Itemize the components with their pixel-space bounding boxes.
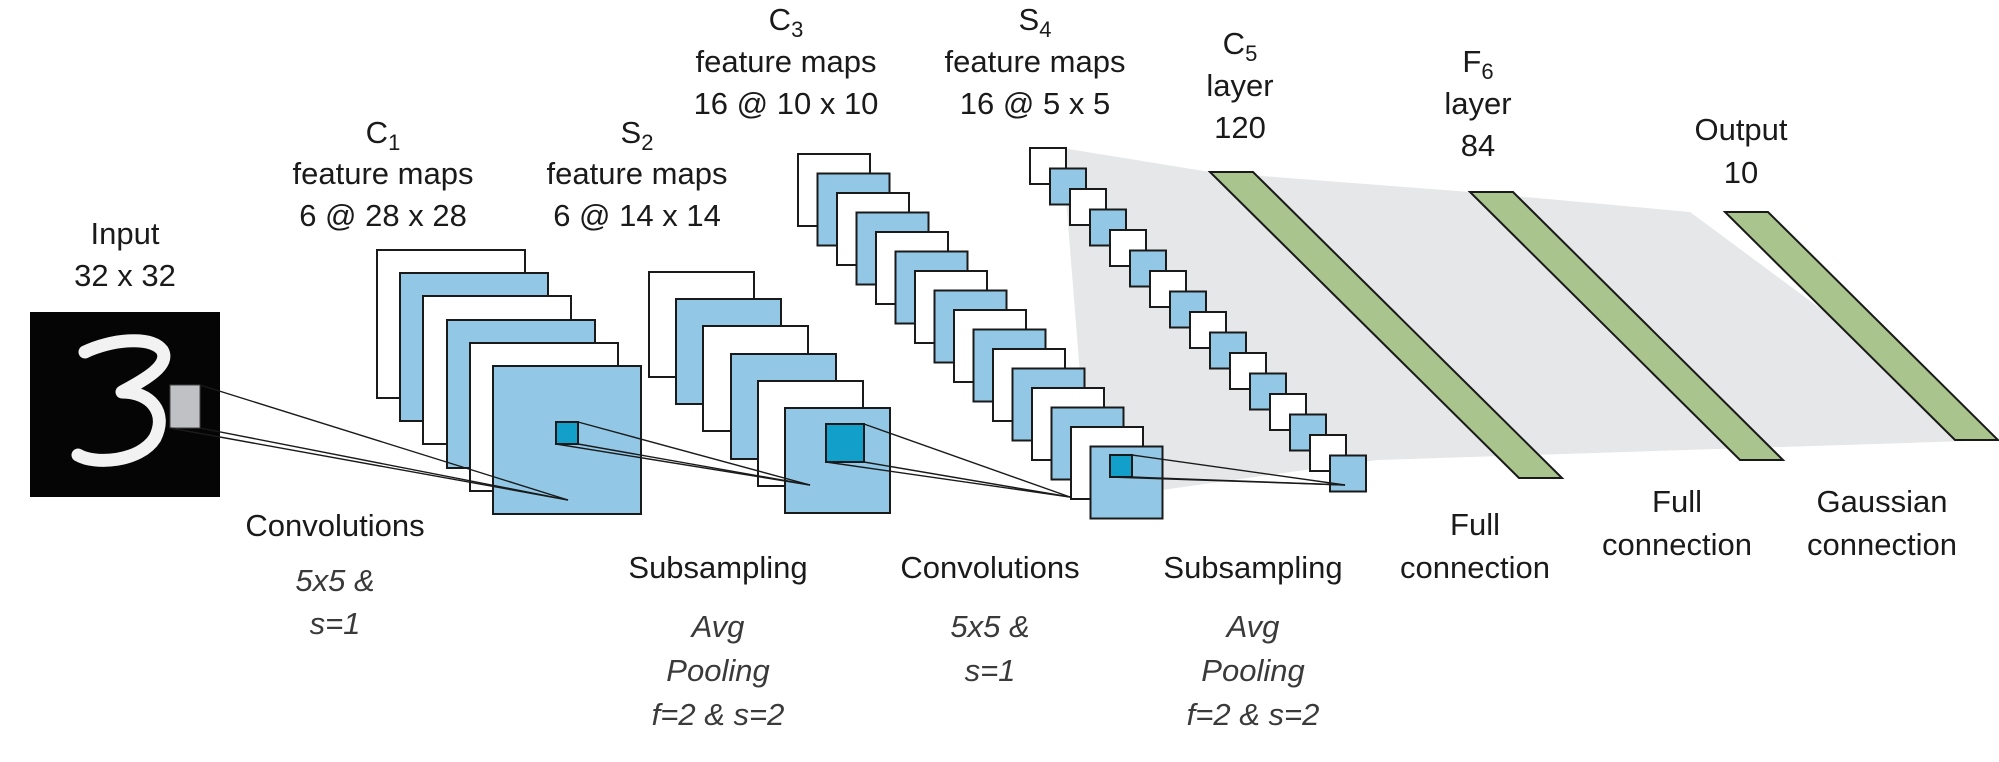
conv1-detail: s=1: [310, 606, 361, 641]
gaussian-label: connection: [1807, 527, 1957, 562]
s4-feature-map-stack: [1029, 147, 1367, 493]
c1-kernel-square: [555, 421, 579, 445]
fc2-label: Full: [1652, 484, 1702, 519]
c5-title: C5: [1223, 26, 1258, 66]
f6-title: F6: [1462, 44, 1493, 84]
input-title: Input: [91, 216, 160, 251]
pool1-detail: f=2 & s=2: [652, 697, 785, 732]
fc2-label: connection: [1602, 527, 1752, 562]
pool1-name: Subsampling: [628, 550, 807, 585]
s2-feature-map-stack: [648, 271, 891, 514]
c3-line3: 16 @ 10 x 10: [694, 86, 879, 121]
conv2-name: Convolutions: [900, 550, 1079, 585]
s2-title: S2: [621, 115, 654, 155]
pool1-detail: Pooling: [666, 653, 769, 688]
s4-map: [1069, 188, 1107, 226]
c1-line3: 6 @ 28 x 28: [299, 198, 467, 233]
s2-line3: 6 @ 14 x 14: [553, 198, 721, 233]
pool2-detail: Avg: [1225, 609, 1280, 644]
s2-line2: feature maps: [547, 156, 728, 191]
c3-kernel-square: [1109, 454, 1133, 478]
c3-line2: feature maps: [696, 44, 877, 79]
fc-layers: [1207, 171, 1999, 479]
layer-labels: Input 32 x 32 C1 feature maps 6 @ 28 x 2…: [74, 2, 1788, 293]
input-size: 32 x 32: [74, 258, 176, 293]
f6-line2: layer: [1444, 86, 1511, 121]
f6-line3: 84: [1461, 128, 1495, 163]
c5-layer-bar: [1207, 171, 1565, 479]
fc1-label: connection: [1400, 550, 1550, 585]
conv1-detail: 5x5 &: [295, 563, 374, 598]
c3-title: C3: [769, 2, 804, 42]
s2-kernel-square: [825, 423, 865, 463]
s4-line3: 16 @ 5 x 5: [960, 86, 1110, 121]
pool2-name: Subsampling: [1163, 550, 1342, 585]
output-layer-bar: [1722, 211, 1999, 441]
c5-line3: 120: [1214, 110, 1266, 145]
s4-map: [1329, 454, 1367, 493]
s4-map: [1109, 229, 1147, 267]
c5-line2: layer: [1206, 68, 1273, 103]
fc1-label: Full: [1450, 507, 1500, 542]
handwritten-digit-3-icon: [71, 334, 171, 467]
input-receptive-patch: [169, 384, 201, 429]
f6-layer-bar: [1467, 191, 1786, 461]
c1-title: C1: [366, 115, 401, 155]
c1-line2: feature maps: [293, 156, 474, 191]
conv2-detail: 5x5 &: [950, 609, 1029, 644]
pool2-detail: Pooling: [1201, 653, 1304, 688]
output-title: Output: [1694, 112, 1787, 147]
output-size: 10: [1724, 155, 1758, 190]
conv2-detail: s=1: [965, 653, 1016, 688]
s4-line2: feature maps: [945, 44, 1126, 79]
c1-feature-map-stack: [376, 249, 642, 515]
projection-lines: [169, 384, 1346, 501]
s4-title: S4: [1019, 2, 1052, 42]
conv1-name: Convolutions: [245, 508, 424, 543]
gaussian-label: Gaussian: [1817, 484, 1948, 519]
operation-labels: Convolutions 5x5 & s=1 Subsampling Avg P…: [245, 484, 1957, 732]
pool1-detail: Avg: [690, 609, 745, 644]
pool2-detail: f=2 & s=2: [1187, 697, 1320, 732]
